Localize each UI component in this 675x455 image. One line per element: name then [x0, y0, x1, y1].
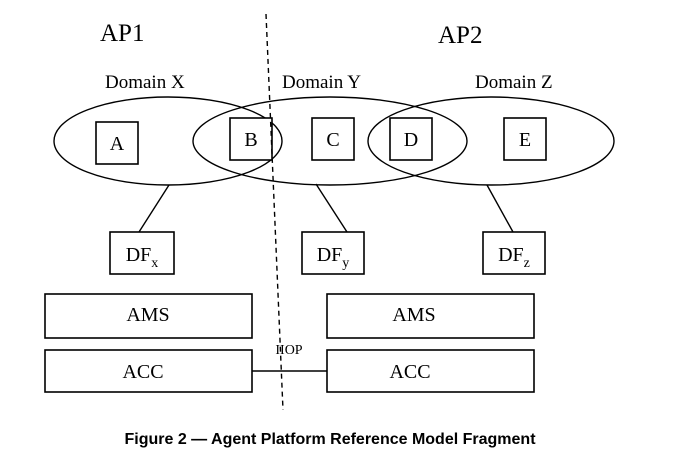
- acc-right-label: ACC: [389, 361, 430, 383]
- ap1-label: AP1: [100, 20, 144, 47]
- agent-c: C: [312, 118, 354, 160]
- ap2-label: AP2: [438, 22, 482, 49]
- agent-d: D: [390, 118, 432, 160]
- connector-domain-z-dfz: [487, 185, 513, 232]
- ams-left-label: AMS: [126, 304, 169, 326]
- acc-left-label: ACC: [122, 361, 163, 383]
- acc-right: ACC: [327, 350, 534, 392]
- df-x: DFx: [110, 232, 174, 274]
- agent-e: E: [504, 118, 546, 160]
- domain-y-label: Domain Y: [282, 72, 361, 93]
- connector-domain-y-dfy: [316, 184, 347, 232]
- ams-right-label: AMS: [392, 304, 435, 326]
- agent-a-label: A: [110, 133, 125, 155]
- agent-e-label: E: [519, 129, 531, 151]
- agent-b-label: B: [244, 129, 257, 151]
- agent-c-label: C: [326, 129, 339, 151]
- df-y: DFy: [302, 232, 364, 274]
- agent-a: A: [96, 122, 138, 164]
- df-z: DFz: [483, 232, 545, 274]
- ams-left: AMS: [45, 294, 252, 338]
- domain-x-label: Domain X: [105, 72, 185, 93]
- agent-b: B: [230, 118, 272, 160]
- connector-domain-x-dfx: [139, 185, 169, 232]
- iiop-label: IIOP: [275, 343, 302, 358]
- domain-z-label: Domain Z: [475, 72, 553, 93]
- ams-right: AMS: [327, 294, 534, 338]
- acc-left: ACC: [45, 350, 252, 392]
- agent-d-label: D: [404, 129, 418, 151]
- figure-caption: Figure 2 — Agent Platform Reference Mode…: [124, 431, 536, 448]
